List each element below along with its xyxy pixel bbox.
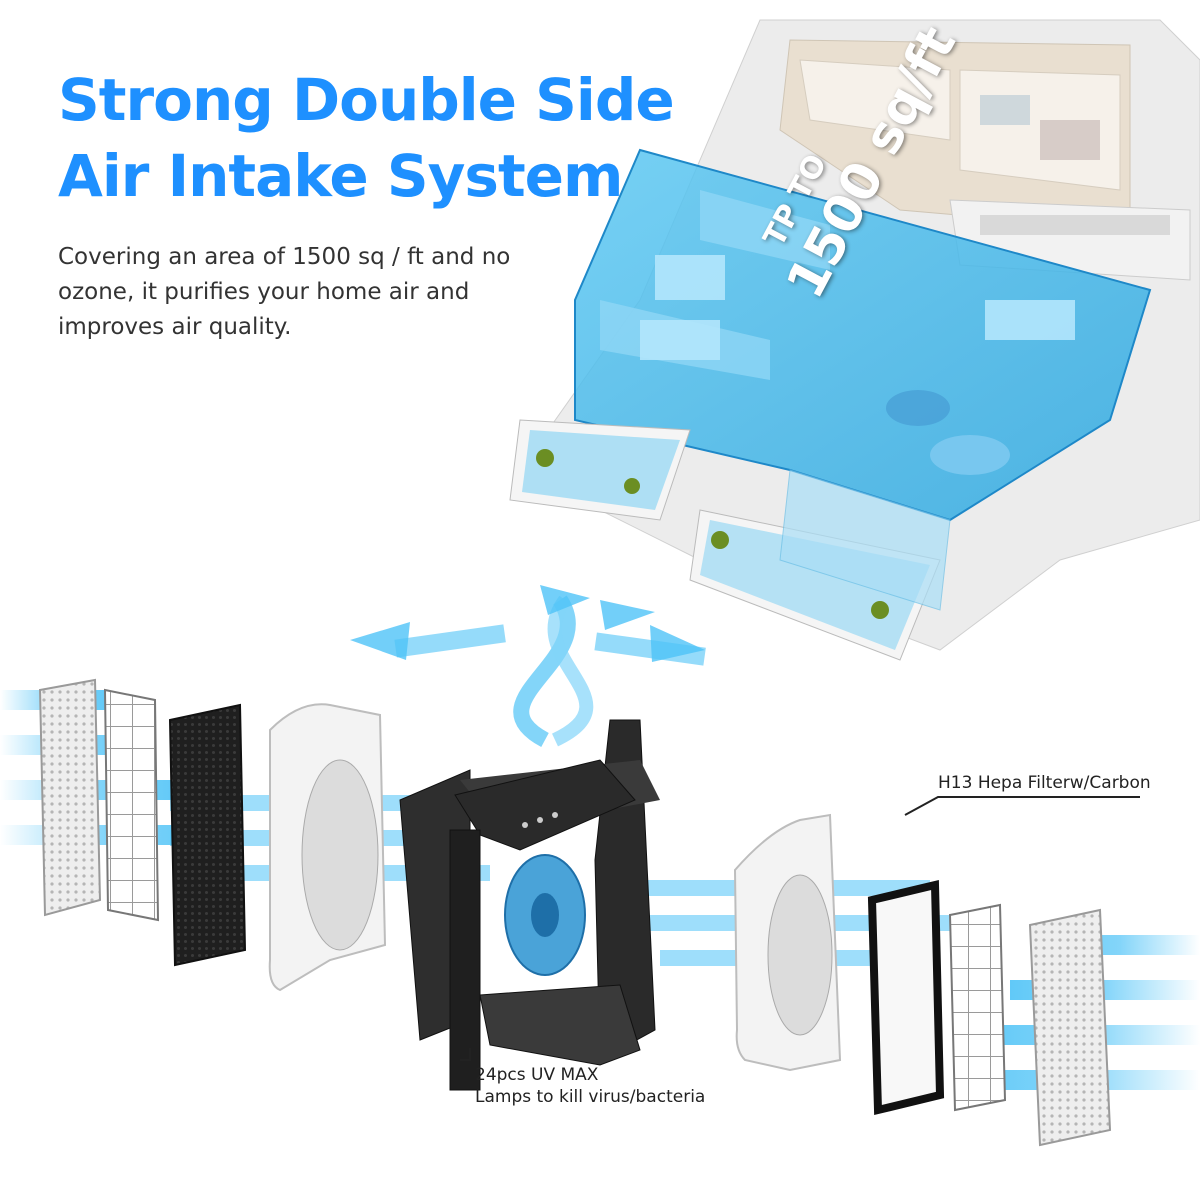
base — [479, 984, 641, 1066]
uv-lamp-strip — [449, 829, 481, 1091]
uv-callout: 24pcs UV MAX Lamps to kill virus/bacteri… — [475, 1064, 705, 1108]
right-hepa-filter — [867, 879, 945, 1116]
left-carbon-filter — [168, 703, 247, 967]
hepa-callout: H13 Hepa Filterw/Carbon — [938, 773, 1151, 793]
control-panel — [454, 759, 636, 851]
purifier-exploded-view — [38, 678, 1112, 1147]
uv-callout-line-1: 24pcs UV MAX — [475, 1065, 599, 1085]
headline-line-1: Strong Double Side — [58, 66, 675, 134]
headline-line-2: Air Intake System — [58, 142, 623, 210]
uv-callout-line-2: Lamps to kill virus/bacteria — [475, 1087, 706, 1107]
uv-callout-line — [460, 1048, 471, 1061]
right-prefilter — [948, 903, 1007, 1112]
floorplan-illustration — [509, 19, 1200, 661]
left-grille — [38, 678, 102, 917]
hepa-callout-line — [904, 796, 1140, 816]
right-grille — [1028, 908, 1112, 1147]
description: Covering an area of 1500 sq / ft and no … — [58, 244, 511, 340]
headline: Strong Double Side Air Intake System — [58, 62, 675, 214]
left-prefilter — [103, 688, 160, 922]
